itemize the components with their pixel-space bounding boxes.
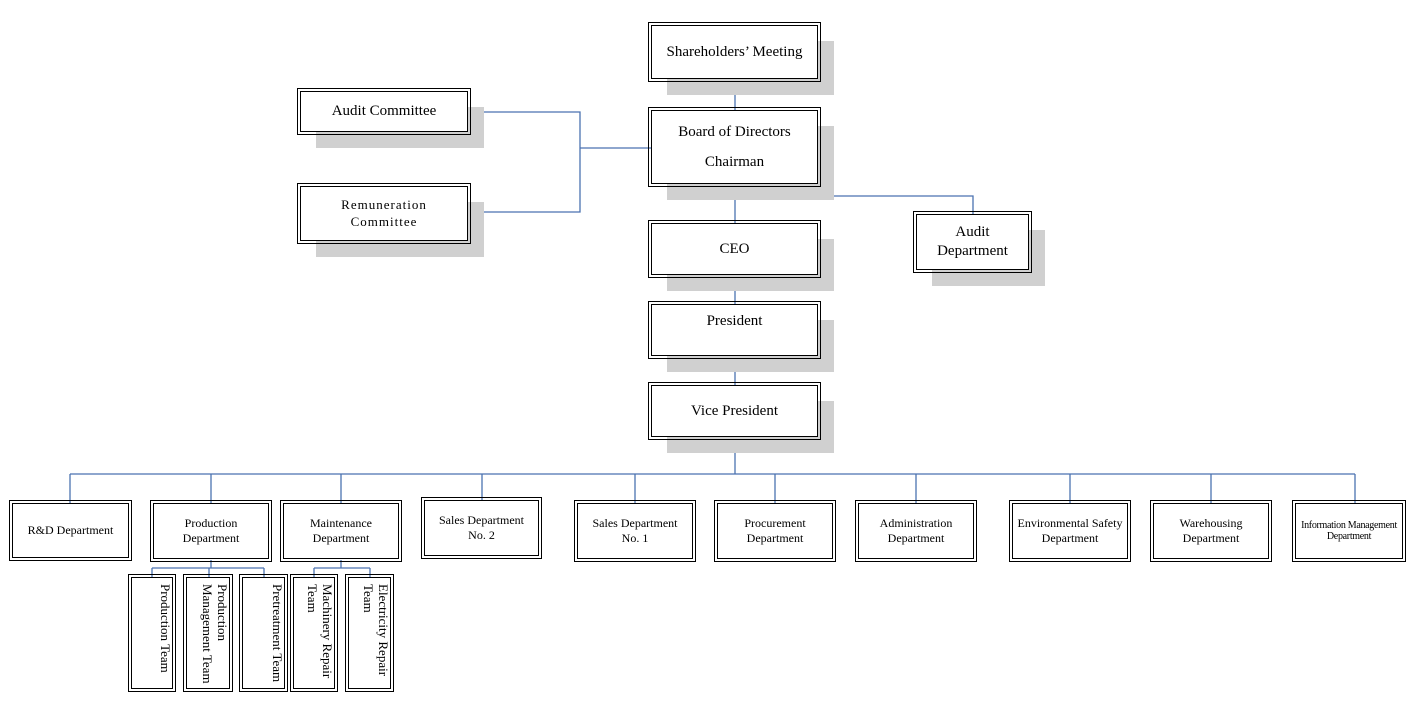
vice-president-label: Vice President xyxy=(691,402,778,419)
environmental-safety-department-label: Environmental Safety Department xyxy=(1017,516,1123,545)
remuneration-committee-box: Remuneration Committee xyxy=(297,183,471,244)
production-team-label: Production Team xyxy=(158,584,173,673)
procurement-department-box: Procurement Department xyxy=(714,500,836,562)
audit-committee-label: Audit Committee xyxy=(331,103,437,120)
shareholders-meeting-label: Shareholders’ Meeting xyxy=(666,43,803,60)
production-department-box: Production Department xyxy=(150,500,272,562)
procurement-department-label: Procurement Department xyxy=(744,516,806,545)
ceo-box: CEO xyxy=(648,220,821,278)
maintenance-department-label: Maintenance Department xyxy=(310,516,372,545)
administration-department-label: Administration Department xyxy=(879,516,953,545)
audit-committee-box: Audit Committee xyxy=(297,88,471,135)
sales-department-2-label: Sales Department No. 2 xyxy=(439,513,524,542)
line-committees xyxy=(469,111,651,213)
shareholders-meeting-box: Shareholders’ Meeting xyxy=(648,22,821,82)
ceo-label: CEO xyxy=(719,240,750,257)
audit-department-box: Audit Department xyxy=(913,211,1032,273)
president-box: President xyxy=(648,301,821,359)
line-audit-department xyxy=(735,195,974,214)
warehousing-department-label: Warehousing Department xyxy=(1179,516,1243,545)
remuneration-committee-label: Remuneration Committee xyxy=(341,197,427,229)
warehousing-department-box: Warehousing Department xyxy=(1150,500,1272,562)
line-production-teams xyxy=(151,560,265,577)
production-management-team-label: Production Management Team xyxy=(200,584,230,684)
production-management-team-box: Production Management Team xyxy=(183,574,233,692)
line-maintenance-teams xyxy=(313,560,371,577)
board-of-directors-box: Board of Directors Chairman xyxy=(648,107,821,187)
administration-department-box: Administration Department xyxy=(855,500,977,562)
production-team-box: Production Team xyxy=(128,574,176,692)
rd-department-box: R&D Department xyxy=(9,500,132,561)
sales-department-1-label: Sales Department No. 1 xyxy=(592,516,678,545)
machinery-repair-team-label: Machinery Repair Team xyxy=(305,584,335,679)
pretreatment-team-box: Pretreatment Team xyxy=(239,574,288,692)
maintenance-department-box: Maintenance Department xyxy=(280,500,402,562)
electricity-repair-team-box: Electricity Repair Team xyxy=(345,574,394,692)
electricity-repair-team-label: Electricity Repair Team xyxy=(361,584,391,677)
machinery-repair-team-box: Machinery Repair Team xyxy=(290,574,338,692)
environmental-safety-department-box: Environmental Safety Department xyxy=(1009,500,1131,562)
sales-department-1-box: Sales Department No. 1 xyxy=(574,500,696,562)
chairman-label: Chairman xyxy=(704,153,765,170)
production-department-label: Production Department xyxy=(182,516,240,545)
vice-president-box: Vice President xyxy=(648,382,821,440)
board-of-directors-label: Board of Directors xyxy=(678,123,791,140)
sales-department-2-box: Sales Department No. 2 xyxy=(421,497,542,559)
pretreatment-team-label: Pretreatment Team xyxy=(270,584,285,683)
audit-department-label: Audit Department xyxy=(937,224,1008,259)
president-label: President xyxy=(706,313,763,329)
rd-department-label: R&D Department xyxy=(27,523,114,537)
information-management-department-label: Information Management Department xyxy=(1301,519,1397,543)
information-management-department-box: Information Management Department xyxy=(1292,500,1406,562)
